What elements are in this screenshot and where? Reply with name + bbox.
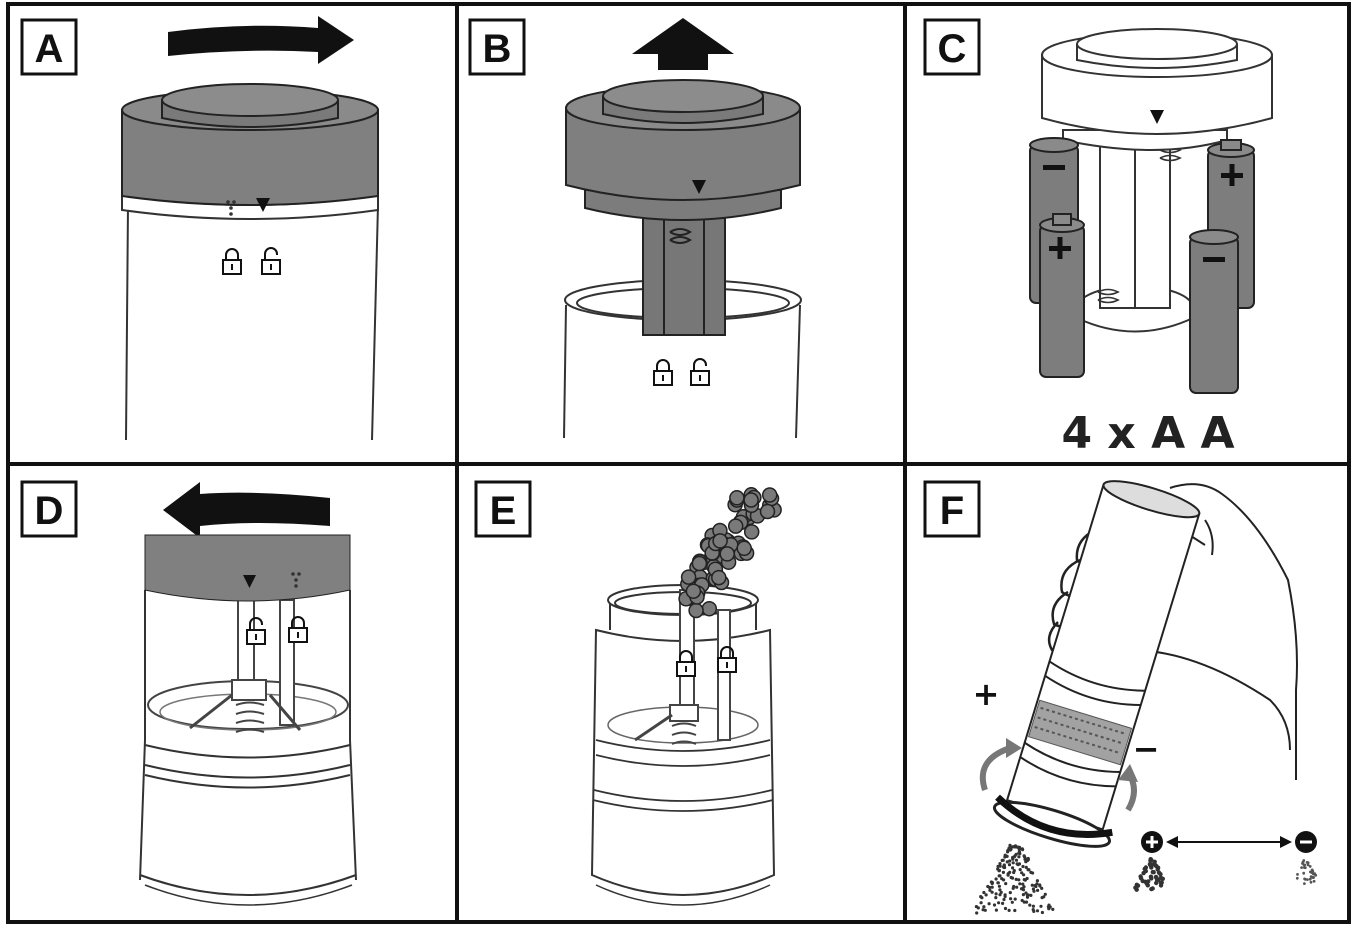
panel-b: B [468, 18, 802, 439]
panel-a-letter: A [35, 27, 64, 71]
battery-caption: 4 x A A [1061, 408, 1234, 459]
panel-f-letter: F [940, 489, 964, 533]
battery-icon [1039, 213, 1085, 378]
arrow-right-curved-icon [168, 16, 354, 64]
arrow-left-curved-icon [163, 482, 330, 538]
pepper-grains-icon [678, 487, 782, 619]
arrow-up-icon [632, 18, 734, 70]
pepper-grains-icon [974, 843, 1055, 915]
panel-e-letter: E [490, 489, 517, 533]
battery-icon [1189, 229, 1239, 394]
panel-d-letter: D [35, 489, 64, 533]
panel-d: D [20, 480, 357, 906]
hand-icon [1129, 483, 1298, 780]
panel-c-letter: C [938, 27, 967, 71]
panel-e: E [474, 480, 782, 906]
panel-b-letter: B [483, 27, 512, 71]
panel-c: C [923, 18, 1273, 459]
panel-f: F + − [923, 480, 1318, 915]
panel-a: A [20, 16, 379, 441]
fine-minus-label: − [1133, 730, 1160, 768]
coarse-plus-label: + [973, 675, 1000, 713]
